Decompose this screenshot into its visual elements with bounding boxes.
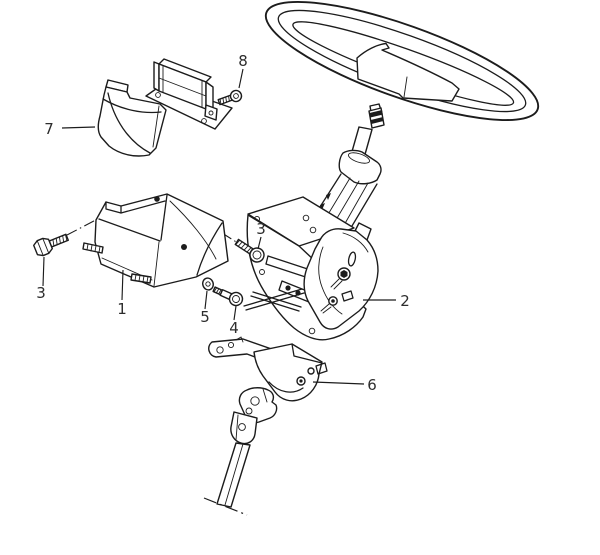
upper-bracket: [145, 58, 233, 130]
flange-bolt-lower: [212, 286, 244, 307]
lower-support-bracket: [208, 336, 328, 402]
side-plate-slot: [347, 251, 357, 267]
callout-label-7: 7: [44, 120, 54, 138]
screw: [217, 89, 243, 106]
wheel-hub-notch: [403, 76, 408, 98]
serration: [326, 193, 331, 200]
column-opening-cover: [97, 79, 167, 157]
leader-line-1: [121, 269, 124, 301]
callout-label-5: 5: [200, 308, 210, 326]
flange-bolt-left: [33, 233, 70, 257]
ear-hole: [208, 110, 214, 116]
lever-bar: [243, 288, 303, 307]
leader-line-8: [238, 68, 244, 89]
leader-line-5: [204, 290, 208, 310]
leader-line-6: [312, 381, 365, 385]
plate-hole: [201, 118, 207, 124]
steering-column-assembly: [243, 196, 379, 341]
plate-hole: [155, 92, 161, 98]
bolt-head: [249, 247, 265, 263]
leader-line-3-left: [42, 256, 45, 287]
bracket-outline: [94, 193, 229, 288]
callout-label-2: 2: [400, 292, 410, 310]
leader-line-4: [233, 305, 237, 321]
lever-bar: [252, 291, 302, 308]
body-hole: [259, 269, 265, 275]
mounting-bracket: [66, 193, 242, 288]
serration: [320, 203, 325, 210]
bracket-nut: [154, 196, 160, 202]
clamp-lug: [315, 362, 328, 375]
wheel-hub: [356, 42, 460, 102]
plate-hole: [309, 226, 317, 234]
arm-hole: [216, 346, 224, 354]
wheel-rim-outer: [264, 1, 540, 121]
screw-head: [229, 89, 243, 103]
callout-label-4: 4: [229, 319, 239, 337]
break-line: [203, 497, 248, 516]
bracket-ear: [204, 104, 218, 121]
lower-yoke: [230, 411, 258, 445]
bolt-head: [228, 291, 244, 307]
plate-hole: [302, 214, 310, 222]
callout-label-1: 1: [117, 300, 127, 318]
steering-wheel-icon: [264, 1, 540, 121]
arm-hole: [227, 341, 235, 349]
intermediate-shaft: [203, 442, 251, 516]
callout-label-3-left: 3: [36, 284, 46, 302]
flange-bolt-right: [234, 238, 265, 263]
bracket-bolt: [181, 244, 187, 250]
bearing-collar: [338, 149, 382, 185]
callouts: 7 8 3 1 5 4 3 2 6: [36, 52, 410, 394]
callout-label-3-right: 3: [256, 220, 266, 238]
spline-band: [369, 110, 383, 118]
side-plate-lug: [341, 290, 354, 302]
cover-shell: [97, 86, 167, 157]
leader-line-7: [61, 126, 96, 129]
leader-line-3-right: [257, 236, 262, 250]
callout-label-6: 6: [367, 376, 377, 394]
callout-label-8: 8: [238, 52, 248, 70]
washer: [202, 277, 214, 291]
universal-joint: [230, 387, 278, 445]
spline-band: [370, 117, 384, 124]
